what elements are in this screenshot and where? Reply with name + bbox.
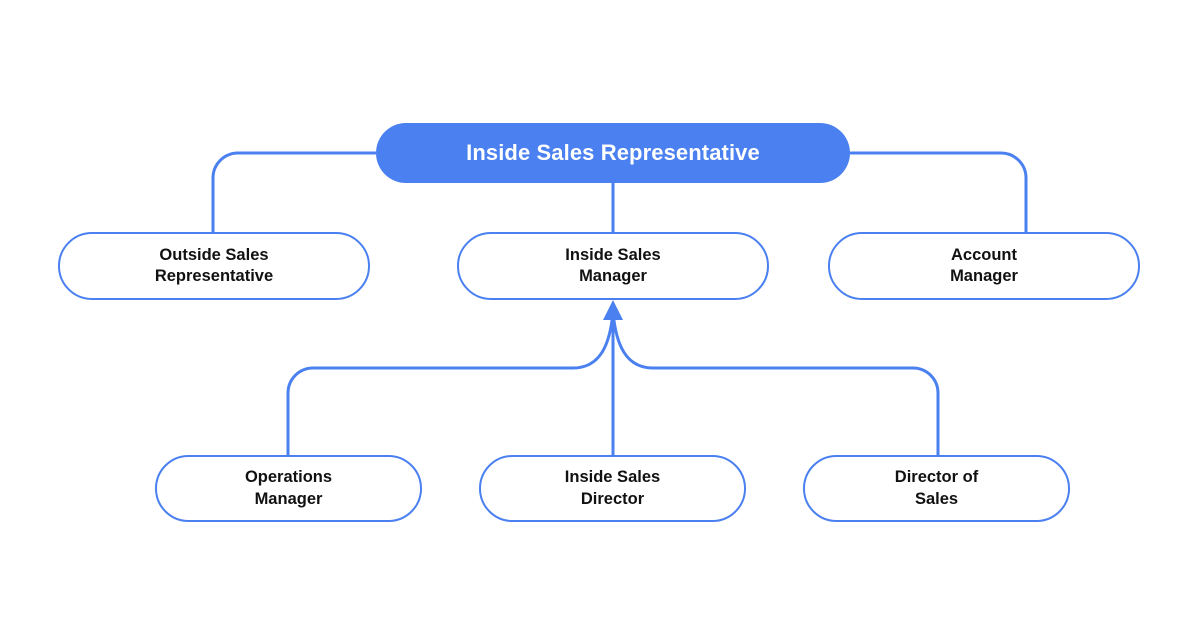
node-root-inside-sales-representative[interactable]: Inside Sales Representative [376, 123, 850, 183]
node-director-of-sales[interactable]: Director of Sales [803, 455, 1070, 522]
node-outside-sales-representative[interactable]: Outside Sales Representative [58, 232, 370, 300]
node-inside-sales-manager[interactable]: Inside Sales Manager [457, 232, 769, 300]
arrowhead-icon-up [603, 300, 623, 320]
node-inside-sales-director[interactable]: Inside Sales Director [479, 455, 746, 522]
node-account-manager[interactable]: Account Manager [828, 232, 1140, 300]
edge-operations-manager-to-inside-sales-manager [286, 311, 615, 455]
edge-root-to-outside-sales-representative [211, 151, 376, 232]
edge-director-of-sales-to-inside-sales-manager [611, 311, 940, 455]
node-operations-manager[interactable]: Operations Manager [155, 455, 422, 522]
edge-root-to-account-manager [850, 151, 1028, 232]
